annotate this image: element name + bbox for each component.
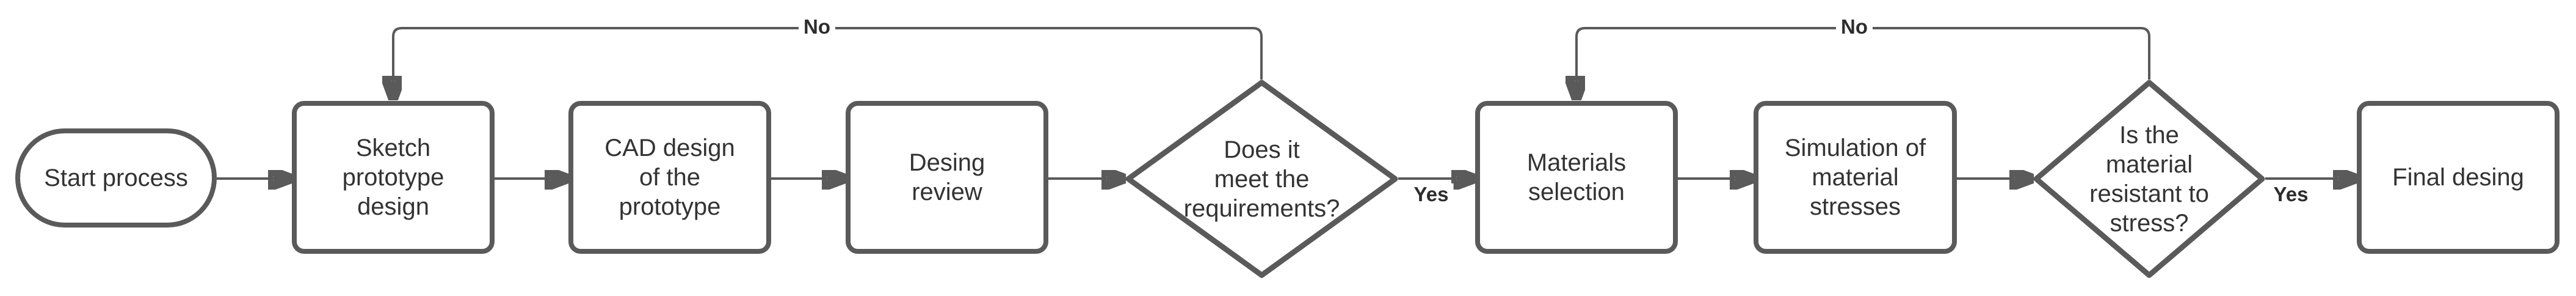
node-materials-selection: Materials selection xyxy=(1475,101,1678,254)
node-start-terminator: Start process xyxy=(15,128,217,228)
node-simulation-stresses: Simulation of material stresses xyxy=(1754,101,1957,254)
node-cad-design: CAD design of the prototype xyxy=(568,101,771,254)
diamond-shape xyxy=(1125,80,1398,278)
node-label-cad: CAD design of the prototype xyxy=(604,135,735,220)
node-sketch-prototype-design: Sketch prototype design xyxy=(292,101,495,254)
edge-label-yes-1: Yes xyxy=(1409,183,1454,206)
edge-label-no-1: No xyxy=(799,15,835,39)
node-design-review: Desing review xyxy=(846,101,1048,254)
node-decision-resistant-to-stress: Is the material resistant to stress? xyxy=(2033,80,2265,278)
edge-label-yes-2: Yes xyxy=(2268,183,2313,206)
node-label-materials: Materials selection xyxy=(1526,149,1627,205)
node-label-final: Final desing xyxy=(2392,164,2524,191)
node-label-meets-requirements: Does it meet the requirements? xyxy=(1183,136,1340,222)
node-label-resistant: Is the material resistant to stress? xyxy=(2089,121,2209,237)
node-final-design: Final desing xyxy=(2357,101,2560,254)
node-label-sketch: Sketch prototype design xyxy=(342,135,444,220)
node-decision-meets-requirements: Does it meet the requirements? xyxy=(1125,80,1398,278)
node-label-simulation: Simulation of material stresses xyxy=(1784,135,1926,220)
diamond-shape xyxy=(2033,80,2265,278)
node-label-start: Start process xyxy=(44,165,188,191)
node-label-review: Desing review xyxy=(909,149,985,205)
edge-label-no-2: No xyxy=(1836,15,1873,39)
